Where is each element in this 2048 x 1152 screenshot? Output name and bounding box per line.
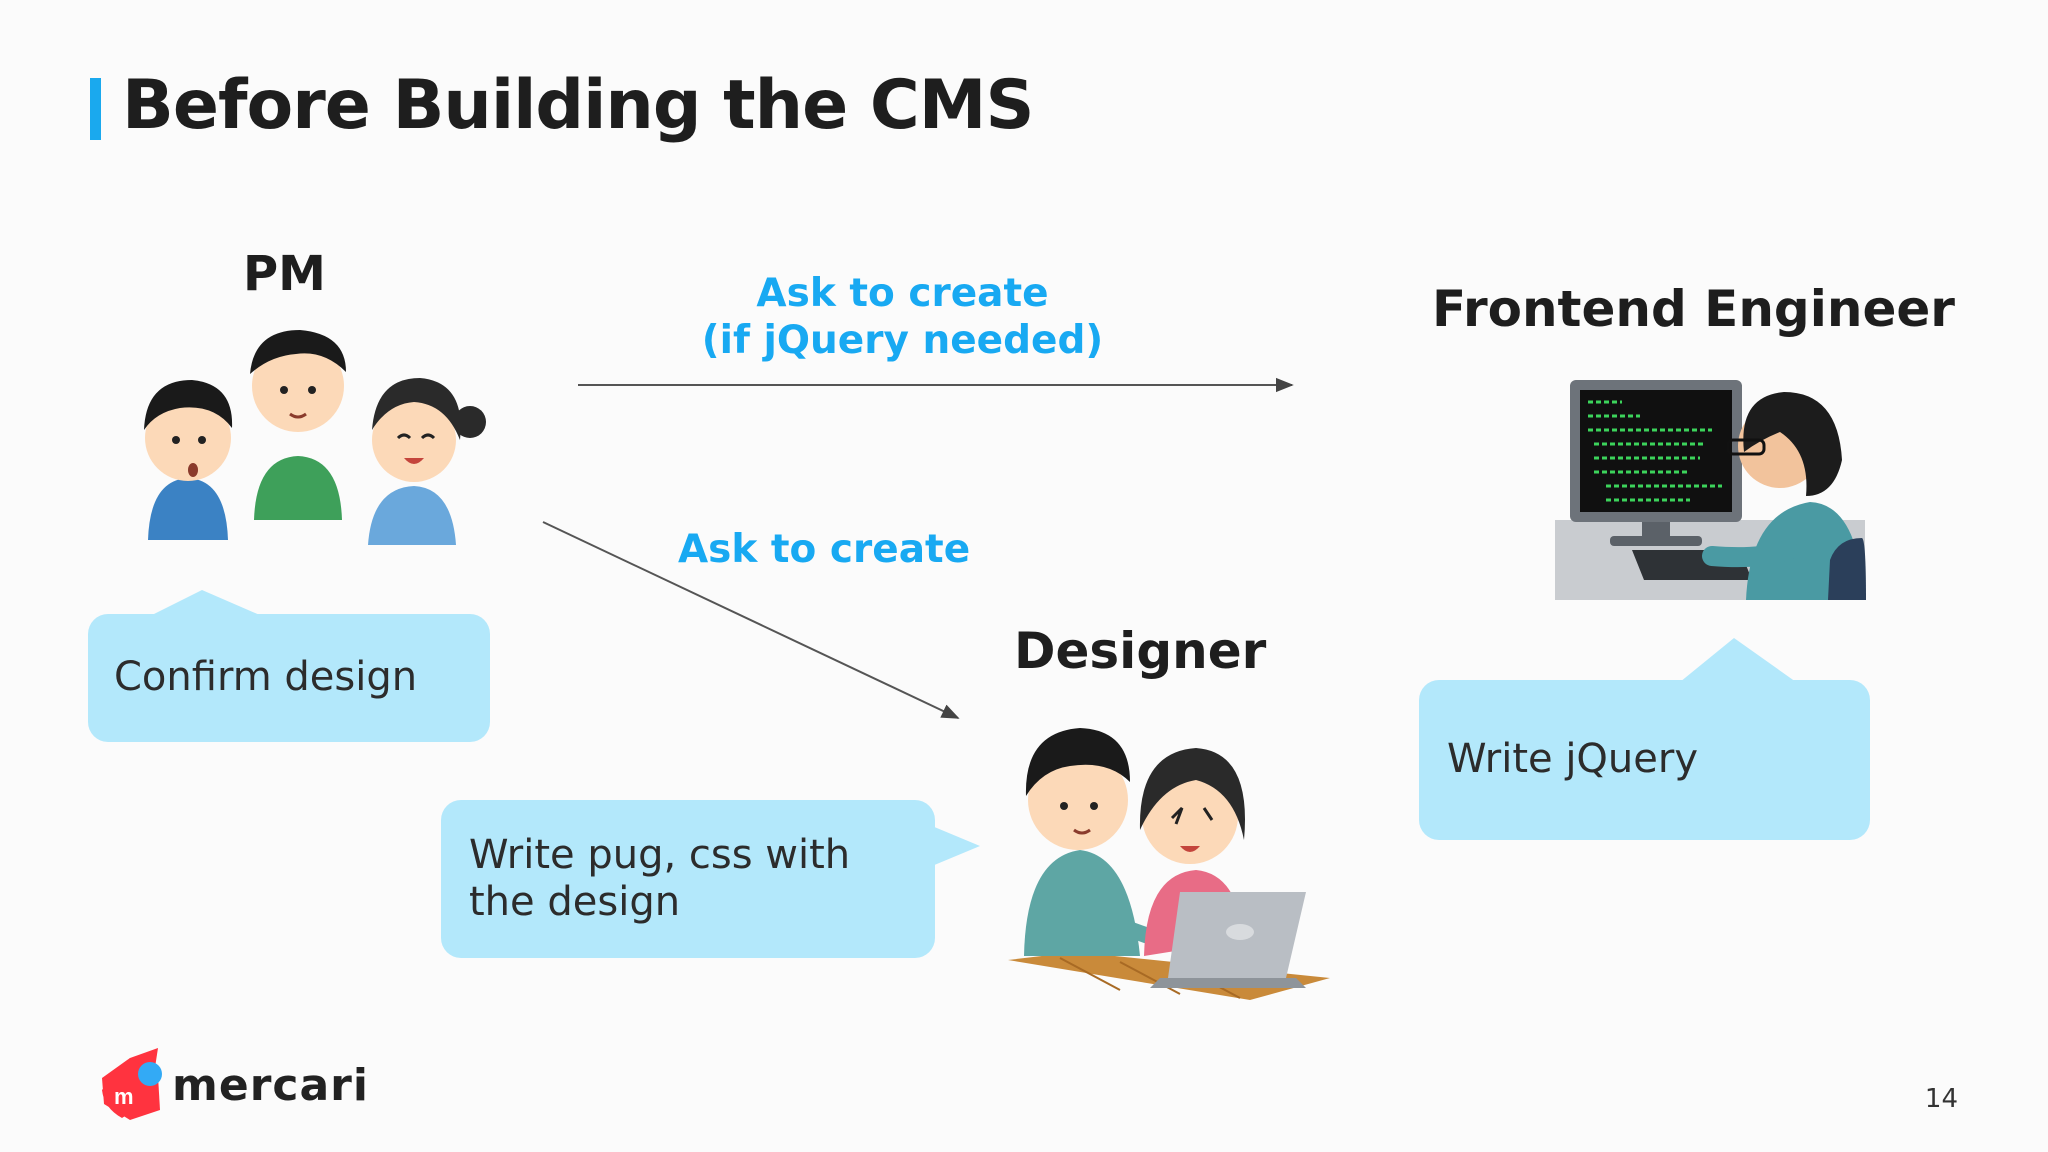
bubble-pm-text: Confirm design	[114, 654, 418, 700]
page-title: Before Building the CMS	[122, 66, 1034, 145]
logo-wordmark: mercari	[172, 1060, 369, 1111]
arrow-pm-to-designer	[542, 521, 960, 719]
arrow-label-pm-frontend: Ask to create (if jQuery needed)	[700, 270, 1105, 364]
bubble-pm: Confirm design	[88, 614, 490, 742]
bubble-frontend: Write jQuery	[1419, 680, 1870, 840]
arrow-label-line1: Ask to create	[756, 271, 1049, 316]
arrow-label-line2: (if jQuery needed)	[701, 318, 1104, 363]
svg-text:m: m	[114, 1084, 134, 1109]
mercari-logo-icon: m	[102, 1048, 162, 1120]
pm-group-illustration	[144, 330, 486, 545]
role-pm-label: PM	[243, 246, 326, 302]
bubble-designer-text: Write pug, css with the design	[469, 832, 850, 926]
bubble-designer-line2: the design	[469, 879, 681, 925]
bubble-designer-line1: Write pug, css with	[469, 832, 851, 878]
bubble-designer: Write pug, css with the design	[441, 800, 935, 958]
page-number: 14	[1924, 1084, 1958, 1114]
bubble-tail-pm	[150, 590, 262, 616]
frontend-engineer-illustration	[1555, 380, 1866, 600]
title-accent-bar	[90, 78, 101, 140]
arrow-label-pm-designer: Ask to create	[678, 527, 971, 572]
bubble-frontend-text: Write jQuery	[1447, 736, 1698, 782]
bubble-tail-designer	[932, 826, 980, 866]
role-frontend-label: Frontend Engineer	[1432, 280, 1955, 338]
designer-illustration	[1008, 728, 1330, 1000]
bubble-tail-frontend	[1680, 638, 1796, 682]
role-designer-label: Designer	[1014, 622, 1267, 680]
